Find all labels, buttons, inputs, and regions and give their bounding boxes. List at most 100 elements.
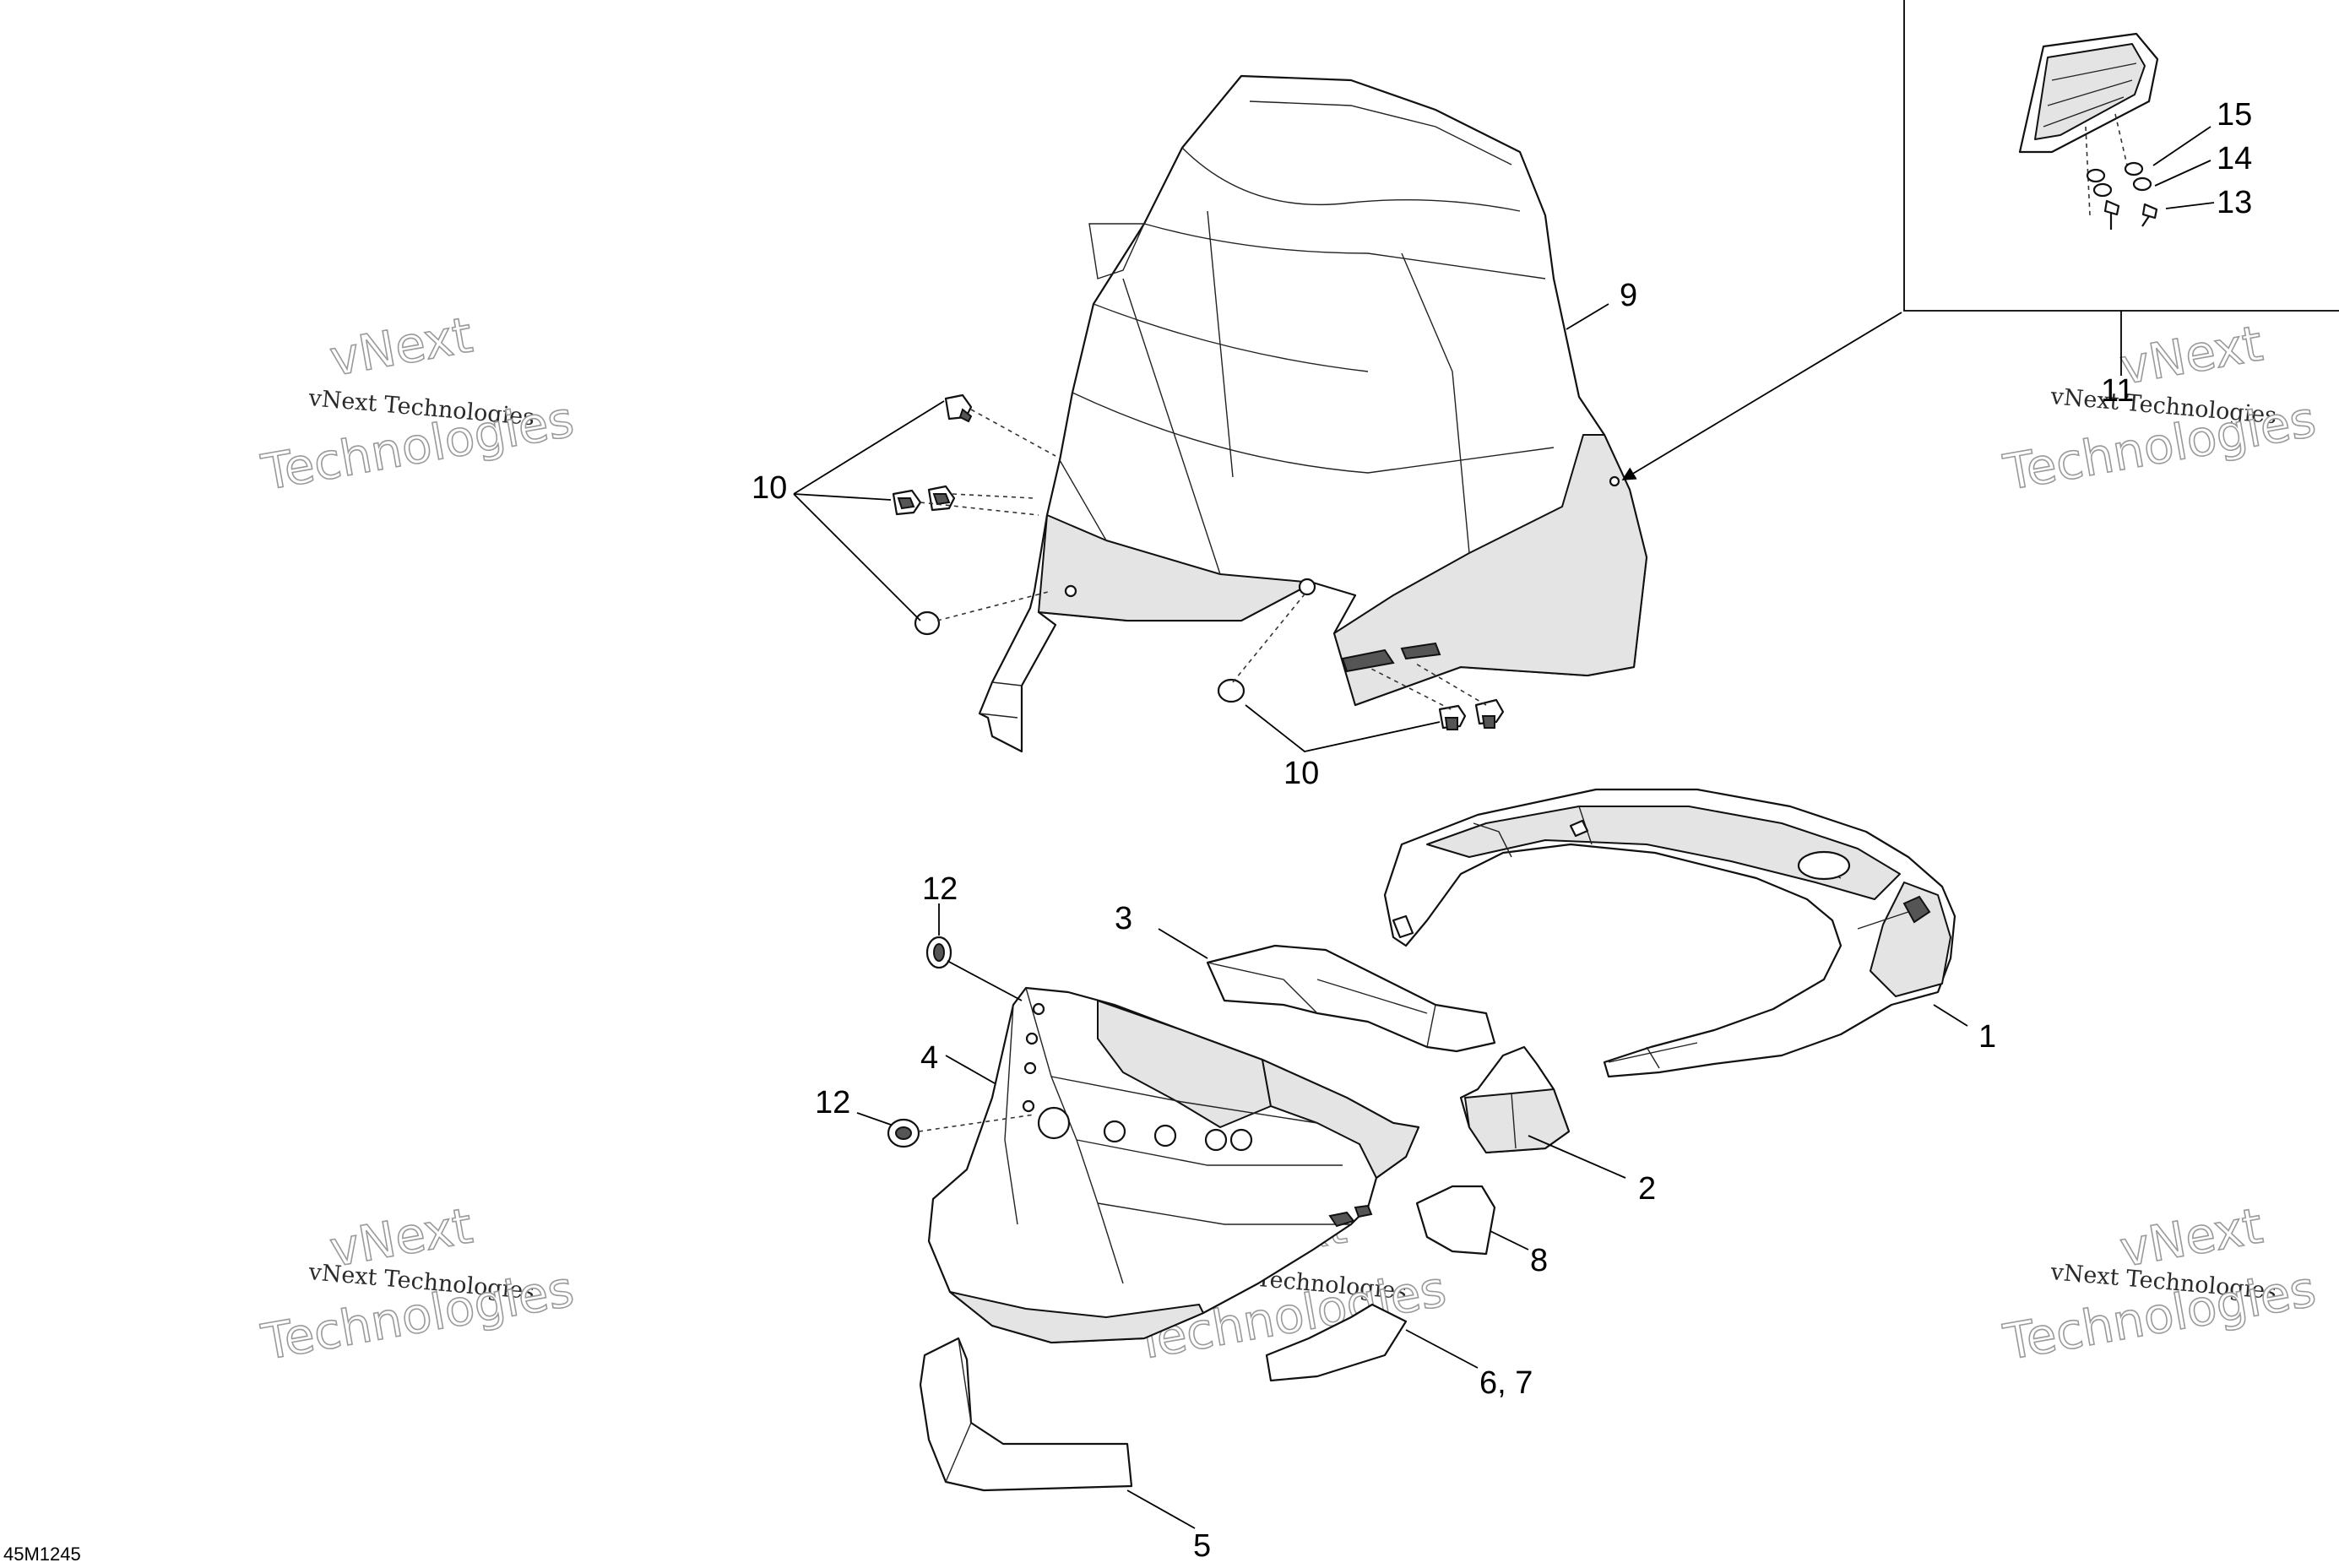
- callout-3: 3: [1115, 901, 1132, 936]
- leader-13: [2165, 202, 2215, 209]
- callout-12-top: 12: [922, 871, 958, 907]
- detail-inset: [1903, 0, 2339, 376]
- rivet-stem-icon: [1481, 715, 1495, 729]
- watermark-top-right: vNext vNext Technologies Technologies: [1999, 314, 2320, 502]
- figure-id: 45M1245: [3, 1544, 81, 1565]
- watermark-vnext-text: vNext: [326, 306, 477, 387]
- watermark-bottom-left: vNext vNext Technologies Technologies: [257, 1196, 578, 1372]
- housing-port: [1103, 1120, 1126, 1143]
- part-6-7: [1265, 1303, 1479, 1382]
- callout-9: 9: [1620, 278, 1637, 313]
- cap-icon: [914, 610, 941, 636]
- windshield-left-flange: [1088, 223, 1146, 279]
- washer-icon: [2132, 176, 2152, 192]
- washer-icon: [2124, 161, 2144, 176]
- windshield-slot: [1341, 642, 1441, 673]
- windshield-hole: [1064, 584, 1077, 598]
- callout-14: 14: [2217, 141, 2252, 176]
- fastener-alignment-dash: [920, 409, 1487, 710]
- callout-10-left: 10: [752, 470, 787, 506]
- inset-pointer-arrow: [1621, 312, 1902, 480]
- rivet-stem-icon: [897, 497, 915, 510]
- housing-hole: [1025, 1032, 1039, 1045]
- callout-1: 1: [1978, 1019, 1996, 1055]
- part-8-outline: [1415, 1185, 1496, 1256]
- rivet-stem-icon: [932, 493, 951, 506]
- leader-14: [2154, 160, 2211, 187]
- part-5-outline: [919, 1337, 1133, 1492]
- grommet-hole-icon: [895, 1126, 912, 1140]
- windshield-assembly: [978, 74, 1648, 753]
- leader-8: [1490, 1230, 1529, 1251]
- housing-port: [1229, 1128, 1253, 1152]
- housing-port: [1204, 1128, 1228, 1152]
- bezel-top-shade: [1426, 806, 1901, 900]
- rivet-stem-icon: [1444, 717, 1458, 730]
- callout-11: 11: [2101, 373, 2134, 409]
- watermark-top-left: vNext vNext Technologies Technologies: [257, 306, 578, 502]
- callout-13: 13: [2217, 185, 2252, 220]
- housing-bracket: [1328, 1204, 1373, 1228]
- part-2-shade: [1464, 1088, 1570, 1153]
- grommets-12: [856, 903, 1035, 1148]
- leader-10-bottom: [1245, 704, 1441, 752]
- leader-12-top: [947, 960, 1023, 1001]
- leader-1: [1933, 1004, 1968, 1027]
- part-2-detail: [1511, 1093, 1517, 1149]
- part-5-detail: [945, 1337, 972, 1483]
- windshield-lower-shade: [1038, 514, 1314, 621]
- part-2: [1459, 1045, 1626, 1179]
- part-3-outline: [1206, 944, 1496, 1053]
- callout-15: 15: [2217, 97, 2252, 133]
- bezel-tab: [1392, 914, 1414, 939]
- part-5: [919, 1337, 1196, 1529]
- callout-6-7: 6, 7: [1479, 1365, 1533, 1401]
- bezel-opening: [1797, 850, 1851, 881]
- rivet-stem-icon: [958, 408, 973, 423]
- housing-contour-lines: [1004, 987, 1351, 1284]
- windshield-hole: [1298, 578, 1316, 596]
- part-3-detail: [1207, 962, 1436, 1048]
- windshield-contour-lines: [1059, 100, 1555, 575]
- inset-frame: [1903, 0, 2339, 312]
- housing-side-shade: [1262, 1059, 1419, 1179]
- callout-labels: 1 2 3 4 5 6, 7 8 9 10 10 11 12 12 13 14 …: [752, 97, 2252, 1564]
- housing-upper-shade: [1097, 1000, 1272, 1128]
- callout-10-bottom: 10: [1283, 756, 1319, 791]
- part-8: [1415, 1185, 1529, 1256]
- housing-port: [1037, 1106, 1071, 1140]
- leader-12-mid: [856, 1112, 892, 1126]
- mirror-fastener-dash: [2085, 113, 2129, 216]
- bezel-tab: [1569, 819, 1589, 838]
- grommet-alignment-dash: [918, 1114, 1035, 1132]
- callout-8: 8: [1530, 1243, 1548, 1278]
- part-4-housing: [927, 986, 1420, 1344]
- mirror-detail: [2043, 62, 2137, 128]
- part-3: [1158, 928, 1496, 1053]
- leader-10-left: [793, 400, 945, 621]
- grommet-hole-icon: [933, 943, 945, 962]
- callout-2: 2: [1638, 1171, 1656, 1207]
- cap-icon: [1217, 678, 1245, 703]
- callout-5: 5: [1193, 1528, 1211, 1564]
- screw-icon: [2103, 199, 2120, 230]
- fasteners-10: [793, 393, 1505, 752]
- callout-12-mid: 12: [815, 1085, 850, 1120]
- watermark-vnext-text: vNext: [2116, 314, 2267, 395]
- leader-5: [1126, 1489, 1196, 1529]
- housing-hole: [1032, 1002, 1045, 1016]
- callout-4: 4: [920, 1040, 938, 1076]
- leader-2: [1528, 1135, 1626, 1179]
- windshield-side-shade: [1333, 434, 1647, 706]
- leader-6-7: [1405, 1329, 1479, 1369]
- bezel-clip: [1902, 895, 1931, 924]
- part-6-7-outline: [1265, 1303, 1408, 1382]
- part-1-bezel: [1383, 788, 1968, 1078]
- housing-lower-shade: [949, 1291, 1204, 1343]
- washer-icon: [2086, 168, 2106, 183]
- windshield-hole: [1609, 475, 1620, 487]
- leader-3: [1158, 928, 1208, 959]
- washer-icon: [2092, 182, 2113, 198]
- watermark-bottom-right: vNext vNext Technologies Technologies: [1999, 1196, 2320, 1372]
